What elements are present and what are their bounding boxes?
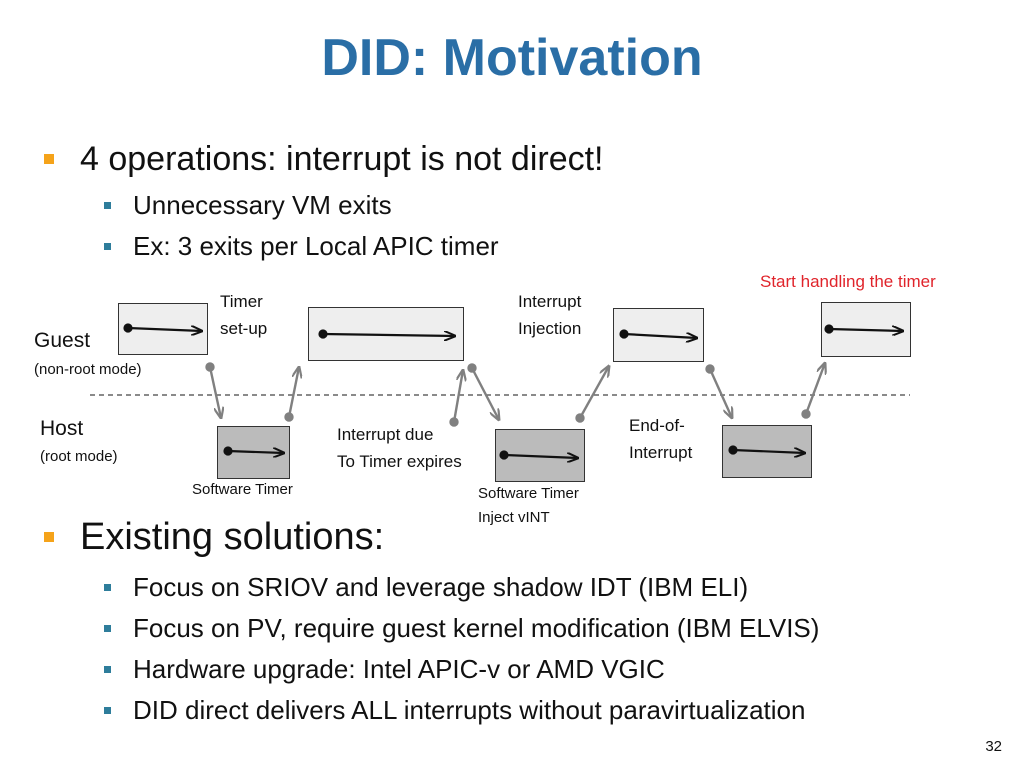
guest-box-3 xyxy=(613,308,704,362)
bullet-text: Existing solutions: xyxy=(80,516,385,558)
bullet-square-icon xyxy=(104,707,111,714)
end-of-interrupt-line2: Interrupt xyxy=(629,443,693,462)
timer-setup-line2: set-up xyxy=(220,319,268,338)
software-timer-label: Software Timer xyxy=(192,481,293,498)
timer-setup-label: Timer set-up xyxy=(220,288,267,342)
interrupt-due-label: Interrupt due To Timer expires xyxy=(337,421,462,475)
guest-box-4 xyxy=(821,302,911,357)
slide-title: DID: Motivation xyxy=(321,29,703,87)
bullet-text: Unnecessary VM exits xyxy=(133,190,392,220)
guest-sublabel: (non-root mode) xyxy=(34,361,142,378)
bullet-text: Hardware upgrade: Intel APIC-v or AMD VG… xyxy=(133,654,665,684)
bullet-text: Ex: 3 exits per Local APIC timer xyxy=(133,231,499,261)
software-timer-inject-line1: Software Timer xyxy=(478,485,579,502)
software-timer-inject-label: Software Timer Inject vINT xyxy=(478,482,579,530)
interrupt-injection-line1: Interrupt xyxy=(518,292,582,311)
timer-setup-line1: Timer xyxy=(220,292,263,311)
bullet-square-icon xyxy=(104,243,111,250)
guest-box-2 xyxy=(308,307,464,361)
guest-label: Guest xyxy=(34,329,91,352)
host-box-2 xyxy=(495,429,585,482)
page-number: 32 xyxy=(985,738,1002,755)
start-handling-note: Start handling the timer xyxy=(760,272,936,291)
interrupt-due-line2: To Timer expires xyxy=(337,452,462,471)
host-box-1 xyxy=(217,426,290,479)
bullet-text: DID direct delivers ALL interrupts witho… xyxy=(133,695,806,725)
bullet-text: 4 operations: interrupt is not direct! xyxy=(80,140,604,178)
bullet-square-icon xyxy=(104,202,111,209)
transition-arrows xyxy=(205,363,826,427)
host-sublabel: (root mode) xyxy=(40,448,118,465)
bullet-square-icon xyxy=(104,584,111,591)
bullet-text: Focus on SRIOV and leverage shadow IDT (… xyxy=(133,572,749,602)
bullet-square-icon xyxy=(44,154,54,164)
end-of-interrupt-label: End-of- Interrupt xyxy=(629,412,692,466)
guest-box-1 xyxy=(118,303,208,355)
host-box-3 xyxy=(722,425,812,478)
end-of-interrupt-line1: End-of- xyxy=(629,416,685,435)
interrupt-injection-label: Interrupt Injection xyxy=(518,288,581,342)
host-label: Host xyxy=(40,417,84,440)
bullet-text: Focus on PV, require guest kernel modifi… xyxy=(133,613,820,643)
interrupt-injection-line2: Injection xyxy=(518,319,582,338)
bullet-square-icon xyxy=(44,532,54,542)
software-timer-inject-line2: Inject vINT xyxy=(478,509,550,526)
interrupt-due-line1: Interrupt due xyxy=(337,425,434,444)
bullet-square-icon xyxy=(104,625,111,632)
bullet-square-icon xyxy=(104,666,111,673)
